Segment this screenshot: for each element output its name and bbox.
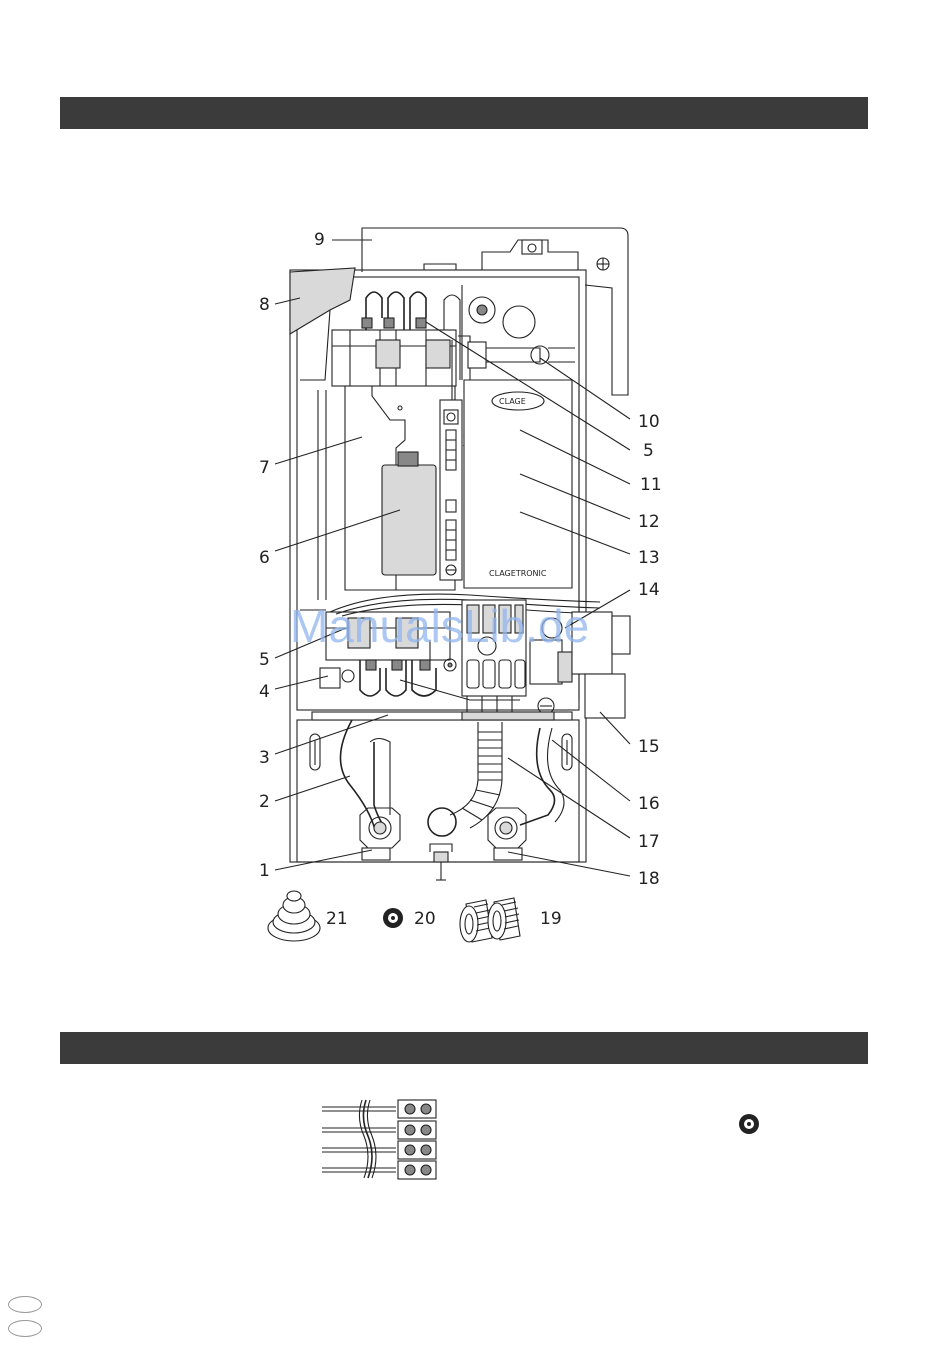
callout-10: 10 <box>638 412 660 432</box>
callout-5-upper: 5 <box>643 441 654 461</box>
callout-14: 14 <box>638 580 660 600</box>
accessory-label-19: 19 <box>540 909 562 929</box>
module-brand-label: CLAGETRONIC <box>489 569 547 578</box>
accessory-label-20: 20 <box>414 909 436 929</box>
electronic-module: CLAGE CLAGETRONIC <box>464 380 572 588</box>
callout-3: 3 <box>259 748 270 768</box>
callout-8: 8 <box>259 295 270 315</box>
callout-1: 1 <box>259 861 270 881</box>
module-logo: CLAGE <box>499 397 526 406</box>
callout-18: 18 <box>638 869 660 889</box>
accessory-label-21: 21 <box>326 909 348 929</box>
cable-terminal-strip <box>322 1100 436 1179</box>
callout-11: 11 <box>640 475 662 495</box>
watermark: ManualsLib.de <box>290 600 589 652</box>
callout-2: 2 <box>259 792 270 812</box>
callout-16: 16 <box>638 794 660 814</box>
callout-6: 6 <box>259 548 270 568</box>
callout-4: 4 <box>259 682 270 702</box>
washer-icon <box>383 908 403 928</box>
lower-section <box>310 720 572 880</box>
callout-13: 13 <box>638 548 660 568</box>
callout-12: 12 <box>638 512 660 532</box>
mounting-rail <box>312 712 572 720</box>
safety-cylinder <box>382 452 436 590</box>
flow-sensor <box>462 285 575 380</box>
callout-9: 9 <box>314 230 325 250</box>
callout-7: 7 <box>259 458 270 478</box>
upper-heater-block <box>332 292 460 386</box>
callout-5-lower: 5 <box>259 650 270 670</box>
callout-15: 15 <box>638 737 660 757</box>
page-marker-oval-bottom <box>8 1320 42 1337</box>
callout-17: 17 <box>638 832 660 852</box>
washer-icon-lower <box>739 1114 759 1134</box>
corrugated-hose <box>450 722 502 828</box>
accessories-row: 21 20 19 <box>268 891 562 942</box>
threaded-nipple-icon <box>460 898 520 942</box>
page-marker-oval-top <box>8 1296 42 1313</box>
grommet-icon <box>268 891 320 941</box>
